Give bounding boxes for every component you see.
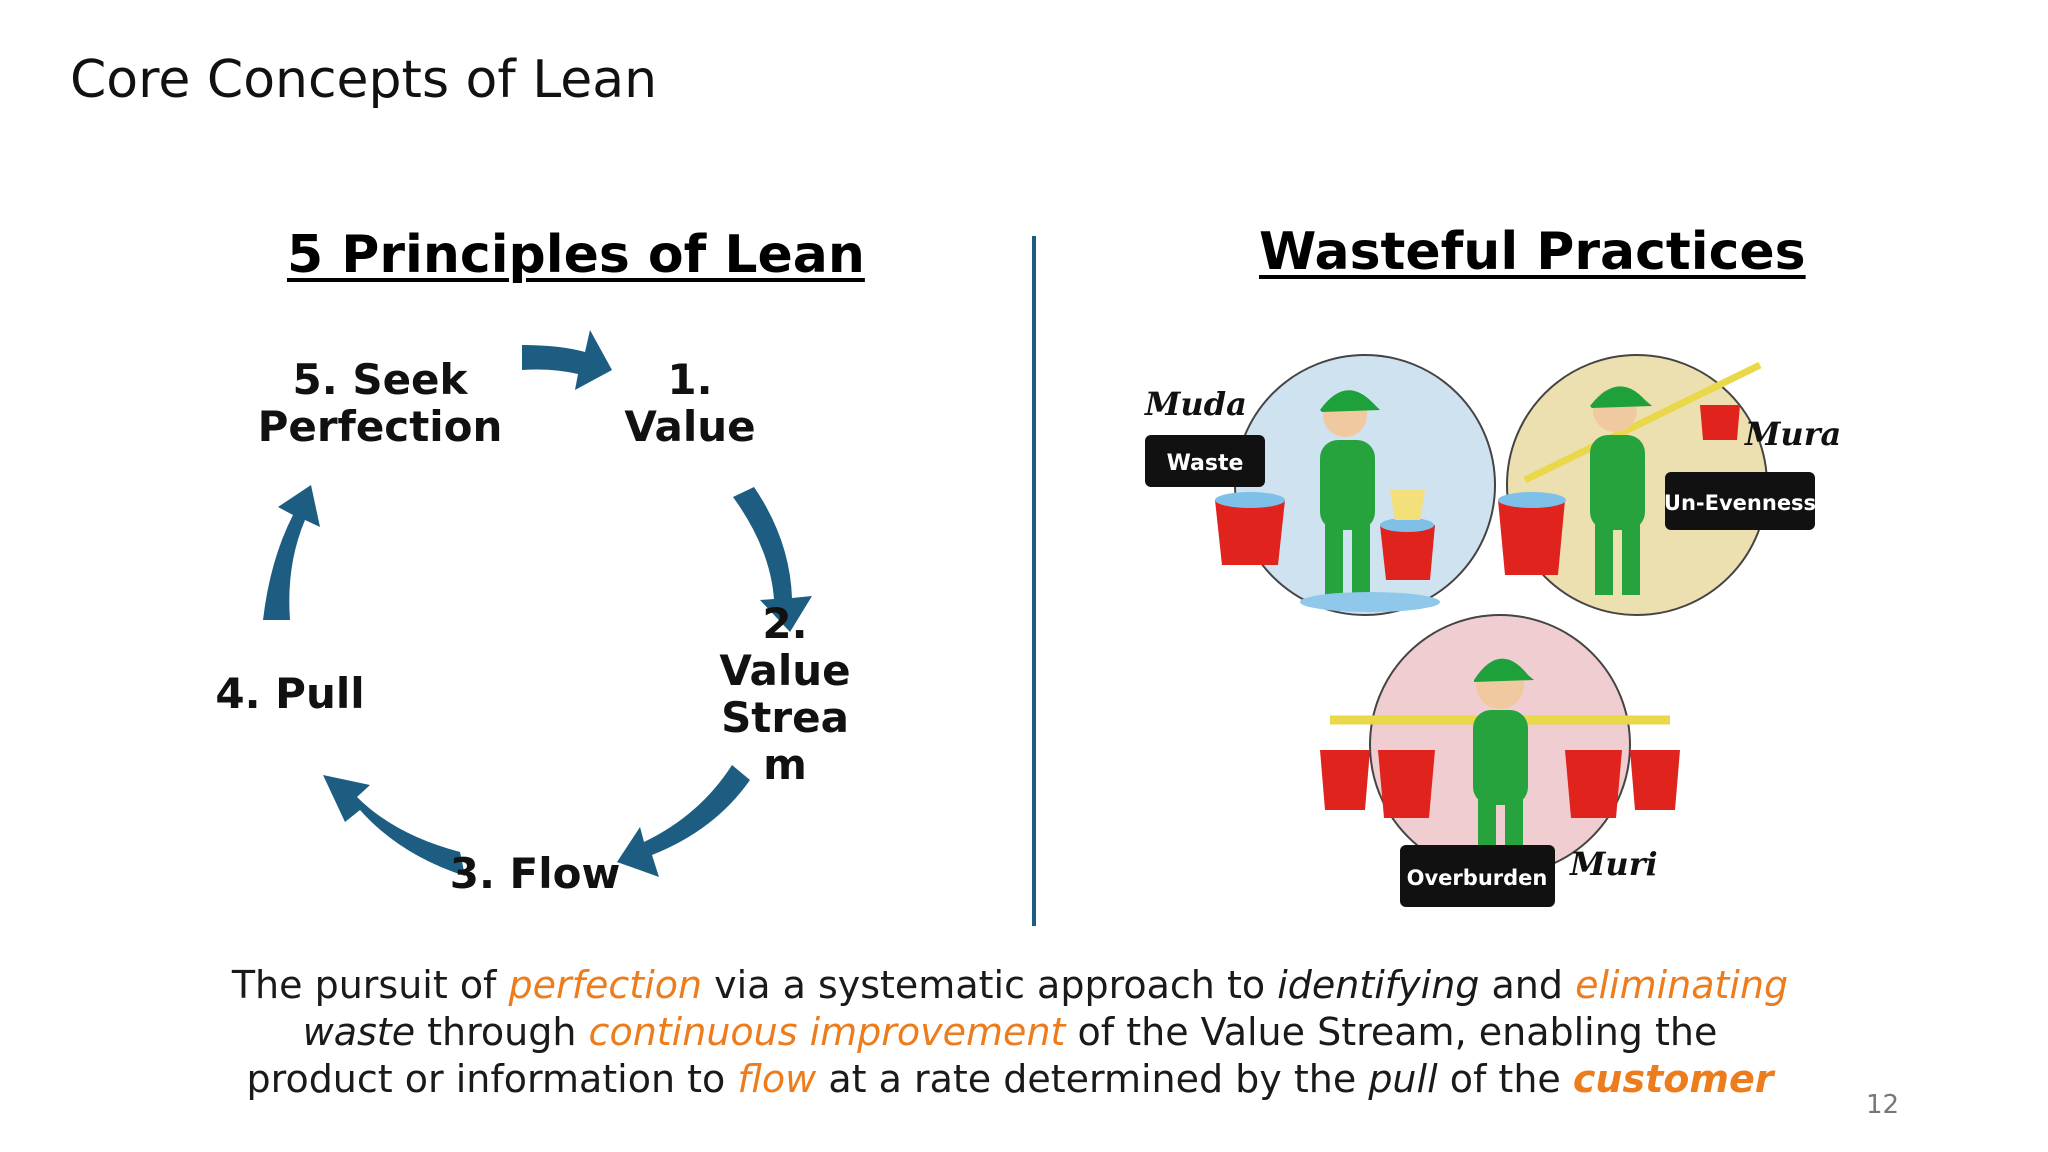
- mura-tag: Un-Evenness: [1664, 491, 1816, 515]
- mura-script-label: Mura: [1744, 415, 1840, 453]
- muda-script-label: Muda: [1144, 385, 1247, 423]
- caption-text-6: at a rate determined by the: [816, 1057, 1369, 1101]
- step-3-text: 3. Flow: [449, 849, 621, 898]
- muri-panel: Overburden Muri: [1320, 614, 1680, 907]
- step-2-text-3: m: [763, 740, 807, 789]
- slide-title: Core Concepts of Lean: [70, 50, 658, 110]
- caption-identifying: identifying: [1277, 963, 1480, 1007]
- caption-perfection: perfection: [508, 963, 703, 1007]
- step-1-value: 1. Value: [610, 356, 770, 450]
- arrow-3-to-4: [323, 775, 465, 876]
- caption-text-3: and: [1479, 963, 1576, 1007]
- page-number: 12: [1866, 1090, 1900, 1120]
- arrow-5-to-1: [522, 330, 612, 390]
- step-5-text: Perfection: [257, 402, 503, 451]
- muda-panel: Muda Waste: [1144, 354, 1496, 616]
- caption-text-2: via a systematic approach to: [702, 963, 1278, 1007]
- column-divider: [1032, 236, 1036, 926]
- step-3-flow: 3. Flow: [440, 850, 630, 897]
- muri-tag: Overburden: [1407, 866, 1548, 890]
- wasteful-practices-heading: Wasteful Practices: [1259, 222, 1806, 282]
- arrow-1-to-2: [733, 487, 812, 632]
- mura-panel: Mura Un-Evenness: [1498, 354, 1840, 616]
- step-1-text: Value: [624, 402, 756, 451]
- step-5-seek-perfection: 5. Seek Perfection: [255, 356, 505, 450]
- step-5-number: 5. Seek: [292, 355, 468, 404]
- step-4-pull: 4. Pull: [215, 670, 365, 717]
- muri-script-label: Muri: [1569, 845, 1658, 883]
- caption-continuous-improvement: continuous improvement: [588, 1010, 1066, 1054]
- step-2-value-stream: 2. Value Strea m: [710, 600, 860, 788]
- caption-text-4: through: [415, 1010, 589, 1054]
- caption-text-1: The pursuit of: [231, 963, 509, 1007]
- caption-eliminating: eliminating: [1575, 963, 1789, 1007]
- caption-customer: customer: [1572, 1057, 1774, 1101]
- caption-flow: flow: [737, 1057, 817, 1101]
- arrow-4-to-5: [263, 485, 320, 620]
- caption-text-5: of the Value Stream, enabling the produc…: [246, 1010, 1718, 1101]
- step-2-text-1: Value: [719, 646, 851, 695]
- step-1-number: 1.: [667, 355, 713, 404]
- principles-heading: 5 Principles of Lean: [287, 225, 865, 285]
- caption-pull: pull: [1368, 1057, 1438, 1101]
- caption-waste: waste: [302, 1010, 416, 1054]
- muda-tag: Waste: [1167, 451, 1244, 476]
- caption-text-7: of the: [1437, 1057, 1573, 1101]
- step-4-text: 4. Pull: [215, 669, 365, 718]
- lean-definition-caption: The pursuit of perfection via a systemat…: [230, 962, 1790, 1103]
- arrow-2-to-3: [617, 765, 750, 877]
- muda-mura-muri-illustration: Muda Waste Mura Un-Evenness Overburden M: [1144, 354, 1840, 907]
- step-2-text-2: Strea: [721, 693, 849, 742]
- step-2-number: 2.: [762, 599, 808, 648]
